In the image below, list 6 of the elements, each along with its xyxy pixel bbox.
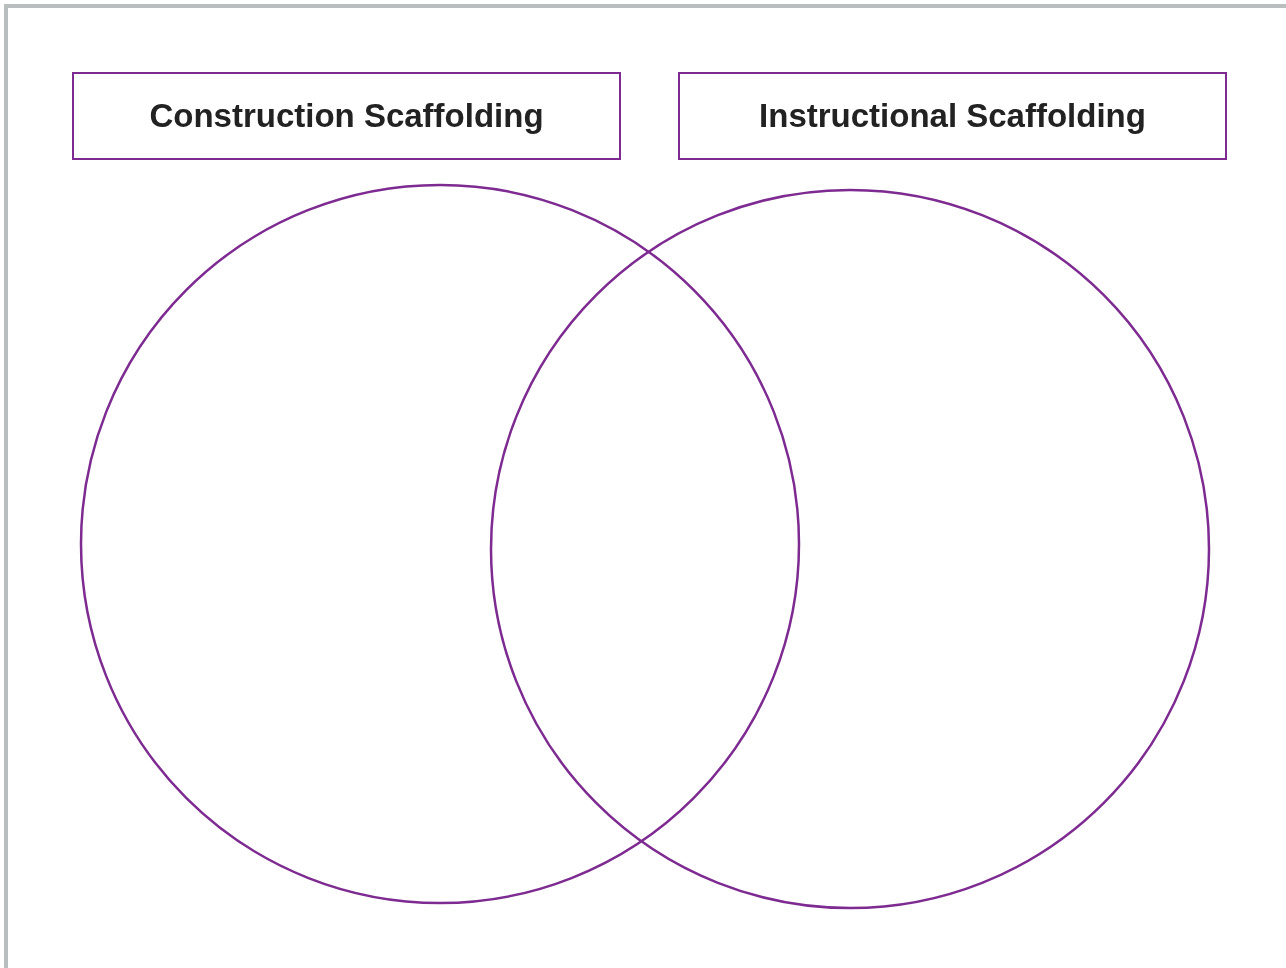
heading-box (72, 72, 621, 160)
heading-text: Instructional Scaffolding (759, 97, 1146, 135)
heading-box (678, 72, 1227, 160)
venn-circle (79, 183, 801, 905)
venn-circle (489, 188, 1211, 910)
heading-text: Construction Scaffolding (149, 97, 544, 135)
